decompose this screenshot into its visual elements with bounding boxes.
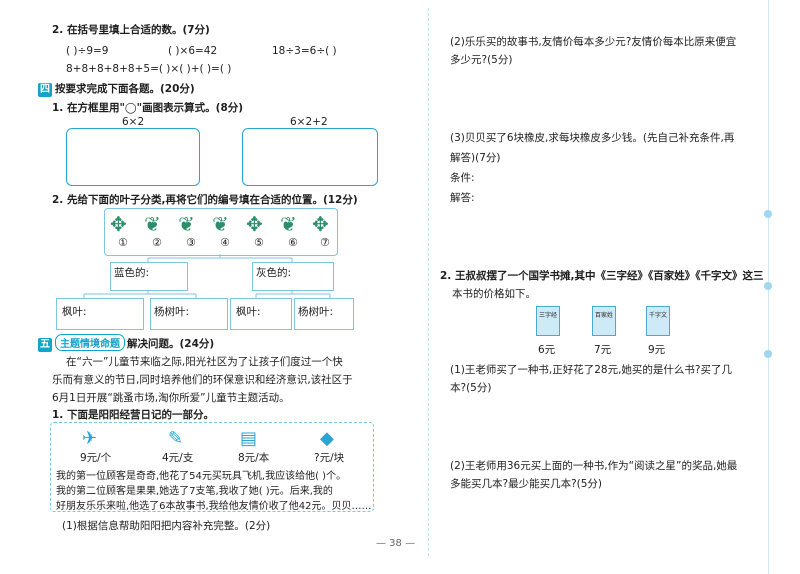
sec4-q2: 2. 先给下面的叶子分类,再将它们的编号填在合适的位置。(12分) bbox=[52, 194, 358, 206]
section-title: 解决问题。(24分) bbox=[127, 338, 215, 350]
answer-label: 解答: bbox=[450, 192, 475, 204]
section-number: 五 bbox=[38, 338, 52, 352]
book-cover: 百家姓 bbox=[592, 306, 616, 336]
maple-label: 枫叶: bbox=[236, 306, 261, 318]
expression: 6×2 bbox=[122, 116, 145, 128]
leaf-number: ⑥ bbox=[288, 236, 298, 249]
diary-line: 好朋友乐乐来啦,他选了6本故事书,我给他友情价收了他42元。贝贝…… bbox=[56, 501, 372, 512]
maple-label: 枫叶: bbox=[62, 306, 87, 318]
leaf-number: ⑦ bbox=[320, 236, 330, 249]
fill-blank: ( )÷9=9 bbox=[66, 45, 109, 57]
condition-label: 条件: bbox=[450, 172, 475, 184]
book-cover: 千字文 bbox=[646, 306, 670, 336]
q-line: 多少元?(5分) bbox=[450, 54, 513, 66]
margin-dot bbox=[764, 210, 772, 218]
story-line: 乐而有意义的节日,同时培养他们的环保意识和经济意识,该社区于 bbox=[52, 374, 353, 386]
poplar-answer-box[interactable] bbox=[150, 298, 228, 330]
q-line: (1)王老师买了一种书,正好花了28元,她买的是什么书?买了几 bbox=[450, 364, 732, 376]
poplar-leaf-icon: ❦ bbox=[178, 212, 195, 236]
q-line: 2. 王叔叔摆了一个国学书摊,其中《三字经》《百家姓》《千字文》这三 bbox=[440, 270, 764, 282]
poplar-label: 杨树叶: bbox=[154, 306, 190, 318]
fill-blank: ( )×6=42 bbox=[168, 45, 218, 57]
fill-blank: 18÷3=6÷( ) bbox=[272, 45, 337, 57]
diary-card bbox=[50, 422, 374, 512]
leaf-number: ⑤ bbox=[254, 236, 264, 249]
page-number: — 38 — bbox=[376, 538, 416, 549]
goods-price: 9元/个 bbox=[80, 452, 112, 464]
margin-dot bbox=[764, 282, 772, 290]
leaf-number: ③ bbox=[186, 236, 196, 249]
gray-label: 灰色的: bbox=[256, 267, 292, 279]
poplar-leaf-icon: ❦ bbox=[144, 212, 161, 236]
poplar-leaf-icon: ❦ bbox=[212, 212, 229, 236]
sec4-q1: 1. 在方框里用"◯"画图表示算式。(8分) bbox=[52, 102, 244, 114]
q-line: 本书的价格如下。 bbox=[452, 288, 536, 300]
section-4-heading: 四按要求完成下面各题。(20分) bbox=[38, 81, 195, 97]
maple-leaf-icon: ✥ bbox=[246, 212, 263, 236]
q-line: 解答)(7分) bbox=[450, 152, 501, 164]
q1-sub1: (1)根据信息帮助阳阳把内容补充完整。(2分) bbox=[62, 520, 271, 532]
goods-price: 4元/支 bbox=[162, 452, 194, 464]
maple-answer-box[interactable] bbox=[56, 298, 144, 330]
maple-leaf-icon: ✥ bbox=[110, 212, 127, 236]
book-title: 千字文 bbox=[648, 312, 667, 319]
maple-leaf-icon: ✥ bbox=[312, 212, 329, 236]
poplar-leaf-icon: ❦ bbox=[280, 212, 297, 236]
q-line: (2)乐乐买的故事书,友情价每本多少元?友情价每本比原来便宜 bbox=[450, 36, 737, 48]
leaf-number: ④ bbox=[220, 236, 230, 249]
leaf-number: ② bbox=[152, 236, 162, 249]
q2-title: 2. 在括号里填上合适的数。(7分) bbox=[52, 24, 210, 36]
expression: 6×2+2 bbox=[290, 116, 328, 128]
diary-line: 我的第一位顾客是奇奇,他花了54元买玩具飞机,我应该给他( )个。 bbox=[56, 471, 347, 482]
book-price: 6元 bbox=[538, 344, 556, 356]
book-title: 百家姓 bbox=[594, 312, 613, 319]
pens-icon: ✎ bbox=[168, 428, 184, 449]
section-5-heading: 五主题情境命题解决问题。(24分) bbox=[38, 334, 214, 352]
maple-answer-box[interactable] bbox=[230, 298, 292, 330]
diary-line: 我的第二位顾客是果果,她选了7支笔,我收了她( )元。后来,我的 bbox=[56, 486, 333, 497]
airplane-toy-icon: ✈ bbox=[82, 428, 98, 449]
margin-dot bbox=[764, 350, 772, 358]
q-line: (3)贝贝买了6块橡皮,求每块橡皮多少钱。(先自己补充条件,再 bbox=[450, 132, 735, 144]
section-number: 四 bbox=[38, 83, 52, 97]
blue-label: 蓝色的: bbox=[114, 267, 150, 279]
blue-answer-box[interactable] bbox=[110, 262, 188, 291]
fill-blank: 8+8+8+8+8+5=( )×( )+( )=( ) bbox=[66, 63, 232, 75]
gray-answer-box[interactable] bbox=[252, 262, 334, 291]
goods-price: ?元/块 bbox=[314, 452, 345, 464]
book-price: 7元 bbox=[594, 344, 612, 356]
books-icon: ▤ bbox=[240, 428, 258, 449]
poplar-label: 杨树叶: bbox=[298, 306, 334, 318]
book-price: 9元 bbox=[648, 344, 666, 356]
leaf-frame bbox=[104, 208, 338, 256]
q1-intro: 1. 下面是阳阳经营日记的一部分。 bbox=[52, 409, 214, 421]
q-line: (2)王老师用36元买上面的一种书,作为“阅读之星”的奖品,她最 bbox=[450, 460, 738, 472]
poplar-answer-box[interactable] bbox=[294, 298, 354, 330]
book-title: 三字经 bbox=[538, 312, 557, 319]
goods-price: 8元/本 bbox=[238, 452, 270, 464]
theme-tag: 主题情境命题 bbox=[55, 334, 125, 351]
story-line: 6月1日开展“跳蚤市场,淘你所爱”儿童节主题活动。 bbox=[52, 392, 290, 404]
story-line: 在“六一”儿童节来临之际,阳光社区为了让孩子们度过一个快 bbox=[66, 356, 343, 368]
blocks-icon: ◆ bbox=[320, 428, 334, 449]
q-line: 本?(5分) bbox=[450, 382, 492, 394]
leaf-number: ① bbox=[118, 236, 128, 249]
drawing-box[interactable] bbox=[242, 128, 378, 186]
section-title: 按要求完成下面各题。(20分) bbox=[55, 83, 195, 95]
q-line: 多能买几本?最少能买几本?(5分) bbox=[450, 478, 603, 490]
column-divider bbox=[428, 8, 429, 556]
book-cover: 三字经 bbox=[536, 306, 560, 336]
drawing-box[interactable] bbox=[66, 128, 200, 186]
